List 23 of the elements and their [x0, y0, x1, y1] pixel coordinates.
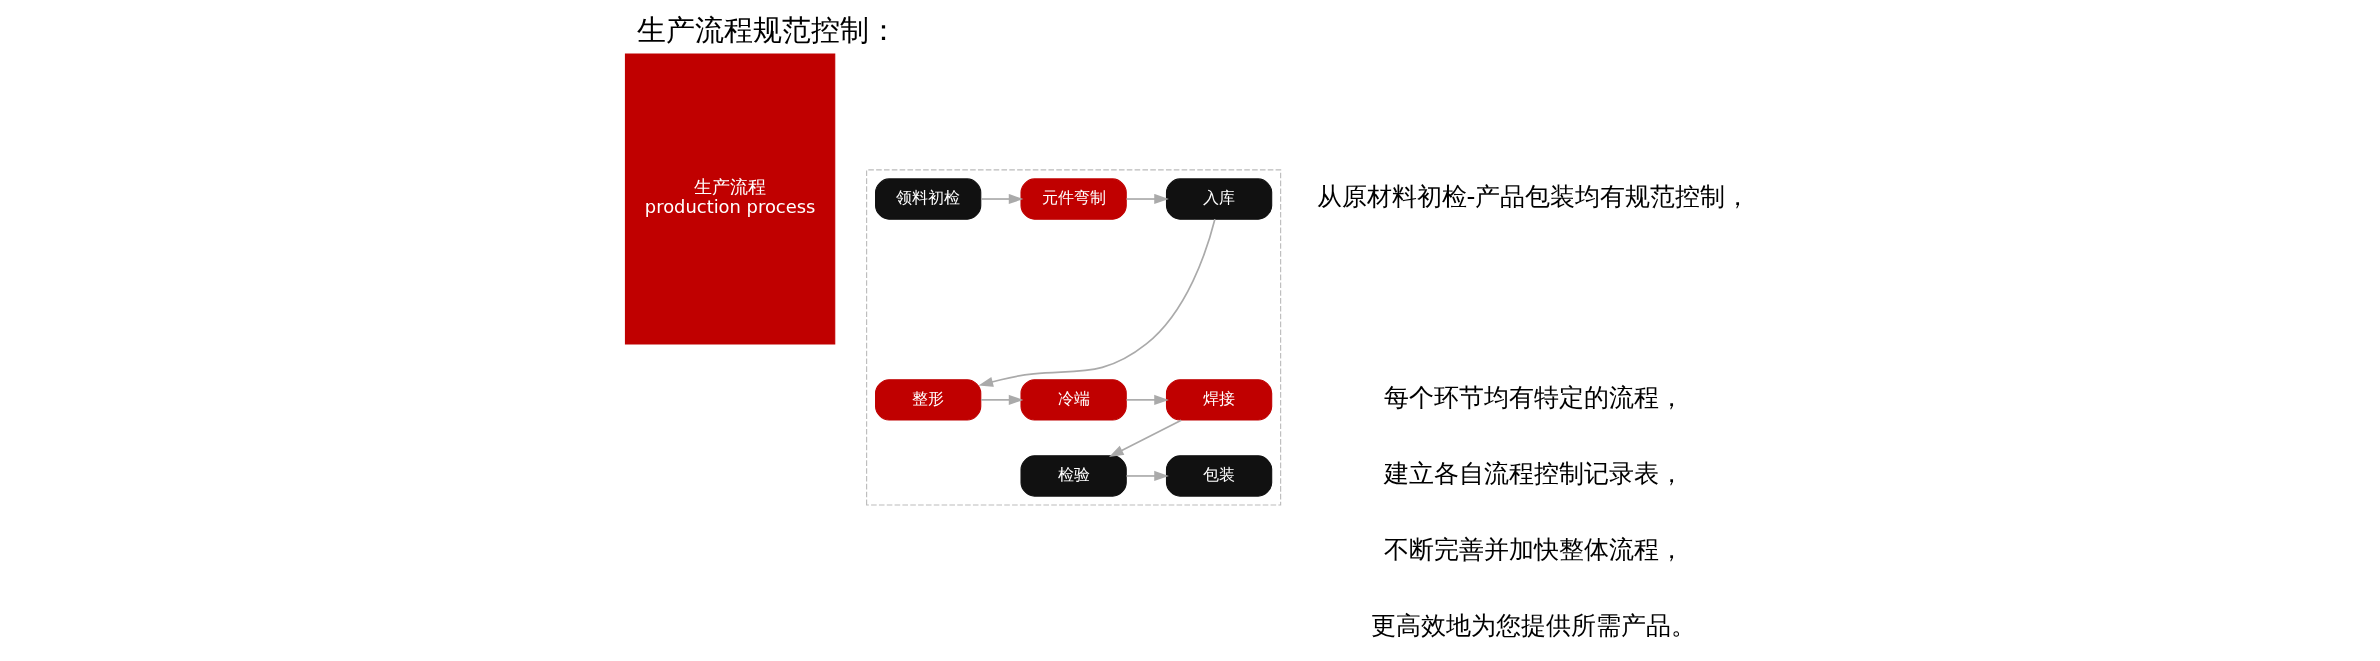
- node-box: 入库: [1165, 178, 1273, 220]
- arrow: [1125, 470, 1169, 482]
- arrow: [980, 193, 1024, 205]
- node-box: 焊接: [1165, 379, 1273, 421]
- arrow: [1125, 394, 1169, 405]
- node-box: 领料初检: [875, 178, 982, 220]
- node-box: 冷端: [1020, 379, 1127, 421]
- label: 不断完善并加快整体流程，: [1383, 535, 1684, 565]
- label: 每个环节均有特定的流程，: [1383, 383, 1684, 413]
- label: 建立各自流程控制记录表，: [1383, 459, 1684, 489]
- arrow: [1109, 419, 1183, 457]
- arrow: [1125, 193, 1169, 205]
- diagram-title: 生产流程规范控制：: [636, 13, 898, 48]
- node-box: 整形: [875, 379, 982, 421]
- node-box: 检验: [1020, 455, 1127, 497]
- arrow: [980, 394, 1024, 405]
- label: 从原材料初检-产品包装均有规范控制，: [1316, 182, 1751, 212]
- cluster: [866, 169, 1282, 506]
- node-box: 生产流程 production process: [624, 53, 836, 345]
- arrow: [978, 218, 1216, 387]
- node-box: 元件弯制: [1020, 178, 1127, 220]
- node-box: 包装: [1165, 455, 1273, 497]
- label: 更高效地为您提供所需产品。: [1371, 611, 1697, 641]
